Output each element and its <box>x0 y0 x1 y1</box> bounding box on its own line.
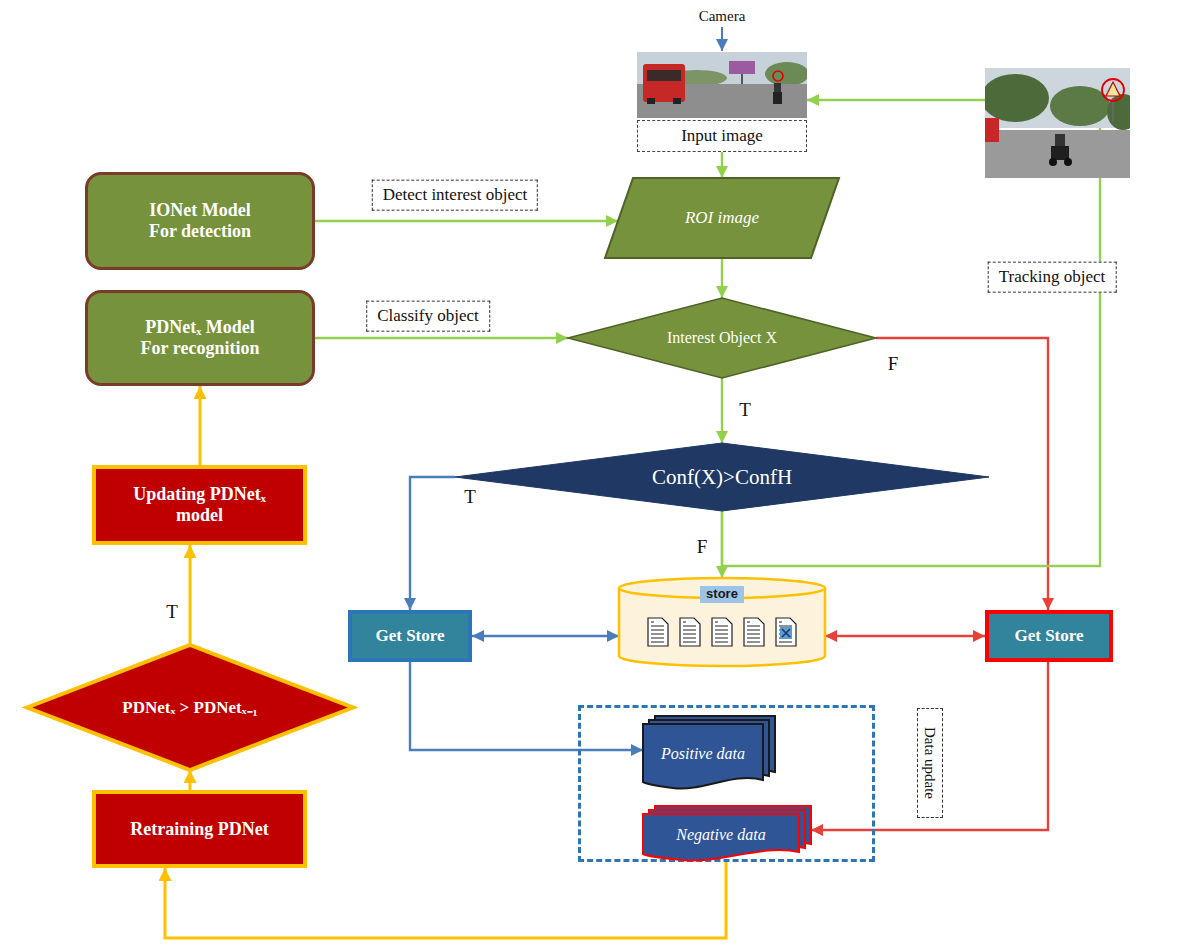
source-label: Camera <box>699 8 746 25</box>
document-icon <box>680 618 700 646</box>
node-text: Get Store <box>375 626 444 646</box>
process-box: Updating PDNetₓ model <box>92 465 307 545</box>
node-text: Negative data <box>676 826 765 844</box>
node-text: Conf(X)>ConfH <box>652 465 792 489</box>
connector <box>315 337 568 339</box>
node-text: Interest Object X <box>667 329 777 347</box>
connector <box>721 152 723 178</box>
edge-callout: Tracking object <box>988 262 1117 293</box>
decision-diamond: Interest Object X <box>568 298 876 378</box>
get-store-box: Get Store <box>348 610 472 662</box>
diamond-shape <box>568 298 876 378</box>
node-text: Positive data <box>661 745 745 763</box>
connector <box>811 662 1048 830</box>
document-icon <box>712 618 732 646</box>
connector <box>165 862 726 938</box>
node-text: PDNetₓ Model For recognition <box>133 317 268 358</box>
decision-diamond: PDNetₓ > PDNetₓ₋₁ <box>27 645 353 770</box>
data-update-region: Positive dataNegative dataData update <box>578 705 875 862</box>
connector <box>410 477 455 610</box>
tracking-photo <box>985 68 1130 178</box>
diamond-shape <box>27 645 353 770</box>
process-box: Retraining PDNet <box>92 790 307 868</box>
document-sheet <box>643 814 799 861</box>
input-image: Input image <box>637 52 807 152</box>
node-text: store <box>700 586 744 603</box>
branch-label: F <box>695 537 710 558</box>
node-text: Data update <box>917 708 943 818</box>
connector <box>472 635 619 637</box>
document-sheet <box>643 724 763 789</box>
document-icon <box>648 618 668 646</box>
node-text: Get Store <box>1014 626 1083 646</box>
diamond-shape <box>455 443 989 511</box>
connector <box>315 220 618 222</box>
roi-parallelogram: ROI image <box>605 178 839 258</box>
branch-label: T <box>164 602 180 623</box>
document-icon <box>744 618 764 646</box>
branch-label: T <box>737 400 753 421</box>
node-text: Input image <box>637 120 807 152</box>
get-store-box: Get Store <box>985 610 1113 662</box>
connector <box>199 386 202 465</box>
connector <box>825 635 985 637</box>
branch-label: T <box>462 487 478 508</box>
branch-label: F <box>886 354 901 375</box>
parallelogram-shape <box>605 178 839 258</box>
model-box: PDNetₓ Model For recognition <box>85 290 315 386</box>
edge-callout: Detect interest object <box>372 180 538 211</box>
connector <box>189 545 192 645</box>
node-text: IONet Model For detection <box>138 200 263 241</box>
camera-arrow <box>721 27 723 51</box>
store-cylinder: store <box>619 578 825 666</box>
connector <box>721 378 723 443</box>
edge-callout: Classify object <box>366 301 490 332</box>
data-stack: Positive data <box>643 716 775 788</box>
model-box: IONet Model For detection <box>85 172 315 270</box>
node-text: PDNetₓ > PDNetₓ₋₁ <box>122 698 257 718</box>
connector <box>721 258 723 298</box>
node-text: ROI image <box>685 208 759 228</box>
node-text: Retraining PDNet <box>130 819 268 840</box>
road-photo <box>637 52 807 118</box>
document-icon <box>776 618 796 646</box>
connector <box>189 770 192 790</box>
node-text: Updating PDNetₓ model <box>120 484 280 525</box>
data-stack: Negative data <box>643 806 811 860</box>
decision-diamond: Conf(X)>ConfH <box>455 443 989 511</box>
